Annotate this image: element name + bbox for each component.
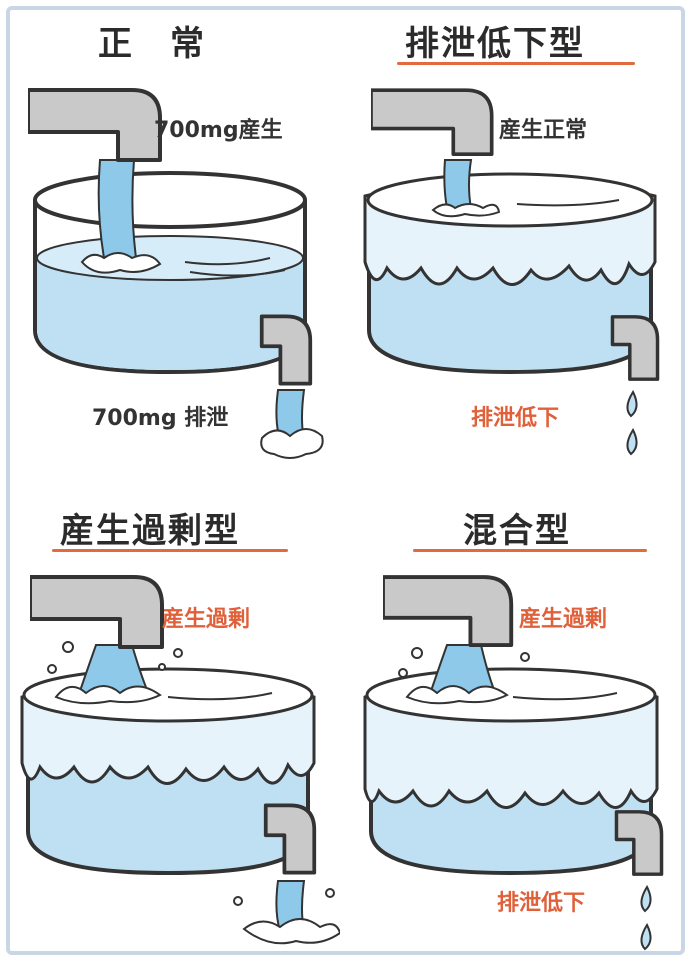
production-label: 産生過剰: [519, 607, 608, 632]
normal-illustration: [28, 88, 324, 459]
production-label: 産生過剰: [162, 607, 251, 632]
panel-excretion-low: 排泄低下型 産生正常 排泄低下: [347, 0, 687, 470]
excretion-label: 700mg 排泄: [92, 406, 229, 431]
panel-title: 混合型: [463, 511, 571, 551]
excretion-label: 排泄低下: [497, 891, 586, 916]
panel-normal: 正 常 700mg産生 700mg 排泄: [0, 0, 340, 470]
overproduction-illustration: [20, 575, 340, 945]
production-label: 700mg産生: [154, 118, 283, 143]
excretion-low-illustration: [363, 88, 660, 456]
panel-overproduction: 産生過剰型 産生過剰: [0, 483, 340, 953]
panel-title: 排泄低下型: [405, 24, 585, 64]
water-body: [37, 249, 303, 370]
title-underline: [397, 62, 635, 65]
panel-title: 正 常: [98, 24, 206, 64]
panel-mixed: 混合型 産生過剰 排泄低下: [347, 483, 687, 953]
title-underline: [413, 549, 647, 552]
excretion-label: 排泄低下: [471, 406, 560, 431]
panel-title: 産生過剰型: [60, 511, 240, 551]
production-label: 産生正常: [499, 118, 588, 143]
title-underline: [52, 549, 288, 552]
mixed-illustration: [363, 575, 664, 951]
